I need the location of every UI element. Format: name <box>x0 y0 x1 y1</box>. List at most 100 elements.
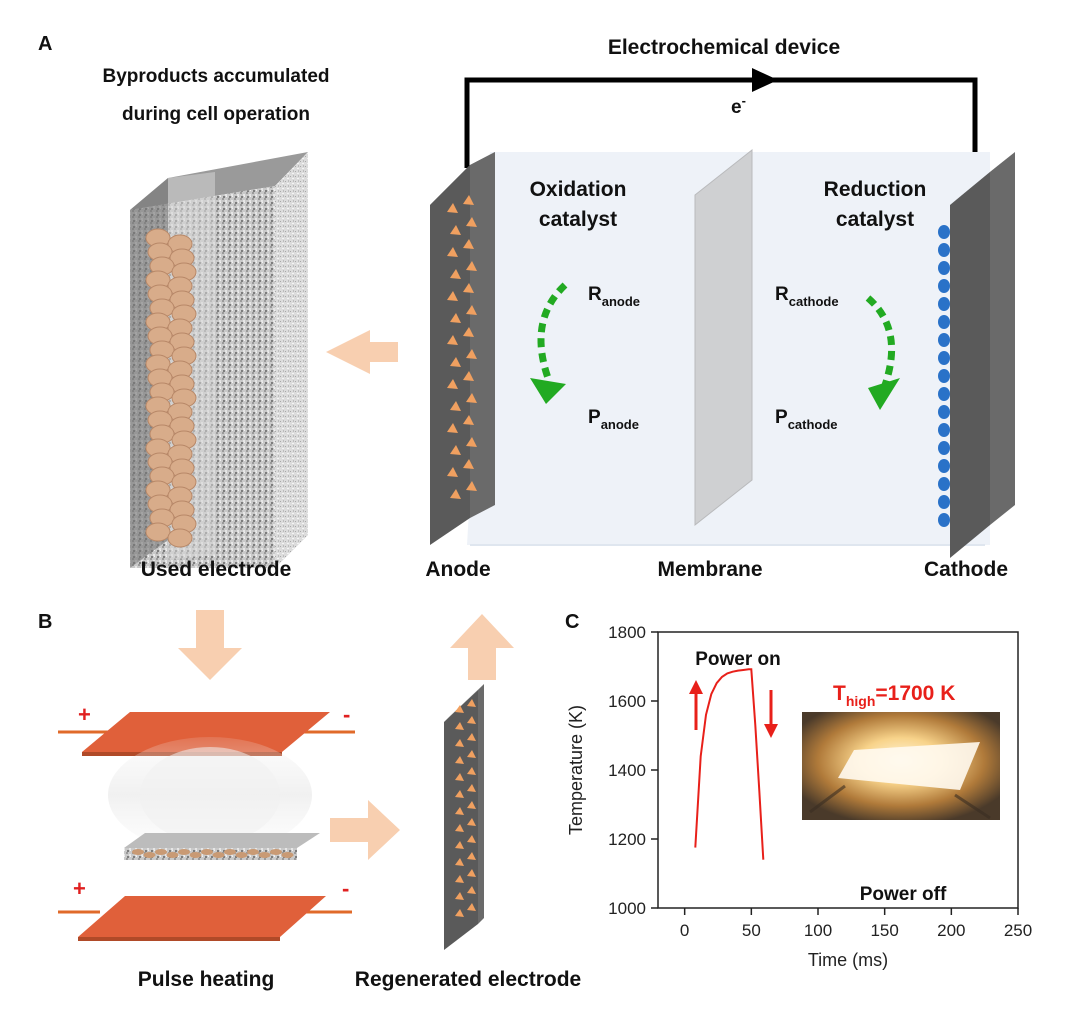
catalyst-particle <box>450 225 461 235</box>
byproducts-label-2: during cell operation <box>122 104 310 125</box>
catalyst-particle <box>466 217 477 227</box>
catalyst-particle <box>447 291 458 301</box>
byproduct-particle <box>235 852 248 858</box>
oxidation-label-1: Oxidation <box>530 178 627 201</box>
catalyst-particle <box>467 852 476 860</box>
circuit-wire <box>464 77 978 185</box>
y-tick-label: 1200 <box>608 830 646 849</box>
byproduct-particle <box>178 849 190 855</box>
catalyst-particle <box>455 790 464 798</box>
catalyst-particle <box>938 405 950 419</box>
catalyst-particle <box>938 297 950 311</box>
catalyst-particle <box>467 716 476 724</box>
catalyst-particle <box>467 869 476 877</box>
power-on-label: Power on <box>695 649 781 670</box>
catalyst-particle <box>467 835 476 843</box>
byproduct-particle <box>201 849 213 855</box>
byproduct-particles <box>145 228 197 548</box>
regenerated-catalyst-particles <box>455 699 476 917</box>
catalyst-particle <box>938 513 950 527</box>
catalyst-particle <box>466 261 477 271</box>
cathode-reaction-arrow <box>865 295 896 390</box>
flow-arrow-left <box>326 330 398 374</box>
catalyst-particle <box>463 415 474 425</box>
catalyst-particle <box>938 243 950 257</box>
top-plus-sign: + <box>78 702 91 727</box>
catalyst-particle <box>467 784 476 792</box>
catalyst-particle <box>938 333 950 347</box>
catalyst-particle <box>455 756 464 764</box>
catalyst-particle <box>447 423 458 433</box>
panel-b-letter: B <box>38 611 52 633</box>
catalyst-particle <box>463 283 474 293</box>
t-high-label: Thigh=1700 K <box>833 682 955 709</box>
x-tick-label: 50 <box>742 921 761 940</box>
catalyst-particle <box>450 445 461 455</box>
catalyst-particle <box>447 247 458 257</box>
byproducts-label-1: Byproducts accumulated <box>103 66 330 87</box>
catalyst-particle <box>455 841 464 849</box>
catalyst-particle <box>447 203 458 213</box>
catalyst-particle <box>450 489 461 499</box>
catalyst-particle <box>450 401 461 411</box>
catalyst-particle <box>938 459 950 473</box>
catalyst-particle <box>447 467 458 477</box>
r-anode-label: Ranode <box>588 284 640 309</box>
top-heater-plate <box>82 712 330 752</box>
anode-reaction-arrow <box>537 282 568 380</box>
oxidation-label-2: catalyst <box>539 208 617 231</box>
catalyst-particle <box>467 801 476 809</box>
membrane-label: Membrane <box>657 558 762 581</box>
catalyst-particle <box>463 371 474 381</box>
membrane-sheet <box>694 148 753 527</box>
catalyst-particle <box>455 824 464 832</box>
catalyst-particle <box>455 892 464 900</box>
p-anode-label: Panode <box>588 407 639 432</box>
y-tick-label: 1600 <box>608 692 646 711</box>
catalyst-particle <box>455 909 464 917</box>
y-tick-label: 1000 <box>608 899 646 918</box>
bottom-minus-sign: - <box>342 876 349 901</box>
catalyst-particle <box>938 351 950 365</box>
reduction-label-2: catalyst <box>836 208 914 231</box>
byproduct-particle <box>145 522 171 542</box>
byproduct-particle <box>247 849 259 855</box>
anode-label: Anode <box>425 558 490 581</box>
anode-electrode <box>430 165 470 545</box>
catalyst-particle <box>467 733 476 741</box>
byproduct-particle <box>143 852 156 858</box>
catalyst-particle <box>938 279 950 293</box>
device-title: Electrochemical device <box>608 36 840 59</box>
y-tick-label: 1400 <box>608 761 646 780</box>
catalyst-particle <box>938 423 950 437</box>
top-minus-sign: - <box>343 702 350 727</box>
catalyst-particle <box>466 437 477 447</box>
temperature-series-line <box>694 668 765 860</box>
cathode-label: Cathode <box>924 558 1008 581</box>
catalyst-particle <box>450 357 461 367</box>
catalyst-particle <box>938 369 950 383</box>
flow-arrow-up <box>450 614 514 680</box>
reduction-label-1: Reduction <box>824 178 927 201</box>
catalyst-particle <box>455 875 464 883</box>
pulse-heating-label: Pulse heating <box>138 968 275 991</box>
byproduct-particle <box>281 852 294 858</box>
byproduct-particle <box>166 852 179 858</box>
x-tick-label: 150 <box>870 921 898 940</box>
catalyst-particle <box>938 261 950 275</box>
catalyst-particle <box>447 379 458 389</box>
catalyst-particle <box>463 195 474 205</box>
catalyst-particle <box>466 349 477 359</box>
catalyst-particle <box>450 269 461 279</box>
catalyst-particle <box>455 722 464 730</box>
catalyst-particle <box>467 886 476 894</box>
catalyst-particle <box>455 705 464 713</box>
catalyst-particle <box>455 739 464 747</box>
power-off-label: Power off <box>860 884 947 905</box>
catalyst-particle <box>467 750 476 758</box>
catalyst-particle <box>938 315 950 329</box>
catalyst-particle <box>938 495 950 509</box>
r-cathode-label: Rcathode <box>775 284 839 309</box>
